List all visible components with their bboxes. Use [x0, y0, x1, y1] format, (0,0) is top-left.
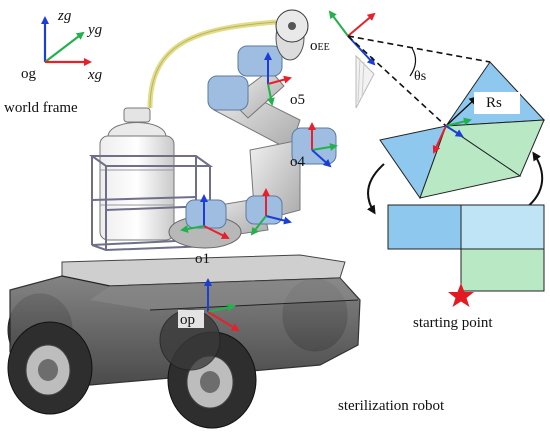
- theta-label: θs: [414, 69, 426, 84]
- frame-platform-label: op: [180, 312, 195, 328]
- net-cell-top-right: [460, 204, 545, 250]
- frame-joint2: [250, 188, 292, 236]
- robot-label: sterilization robot: [338, 398, 445, 414]
- world-y-axis: [44, 31, 85, 63]
- spray-cone: [355, 54, 375, 109]
- front-wheel-left: [7, 321, 93, 415]
- frame-end-effector-label: oEE: [310, 38, 330, 54]
- world-frame-caption: world frame: [4, 100, 78, 116]
- sampling-cube: [379, 61, 546, 200]
- joint-6: [237, 45, 283, 77]
- unfolded-net: [387, 204, 545, 292]
- frame-target: [432, 117, 472, 154]
- disinfectant-tank: [99, 107, 175, 241]
- rotation-arrow-right: [525, 151, 544, 209]
- frame-joint4-label: o4: [290, 154, 306, 170]
- radius-label-box: [474, 92, 520, 114]
- starting-point-label: starting point: [413, 315, 493, 331]
- net-cell-top-left: [387, 204, 462, 250]
- radius-arrow: [445, 95, 479, 127]
- joint-shoulder: [185, 199, 227, 229]
- frame-joint5: [264, 52, 292, 106]
- frame-joint4: [308, 122, 338, 168]
- frame-joint5-label: o5: [290, 92, 305, 108]
- chassis-front-face: [90, 278, 358, 310]
- starting-point-star: [448, 283, 474, 307]
- world-x-label: xg: [87, 67, 103, 83]
- cube-face-bottom: [419, 125, 522, 199]
- ray-to-target-1: [347, 35, 491, 63]
- frame-platform: [204, 278, 240, 332]
- frame-platform-label-box: [178, 310, 204, 328]
- robot-chassis: [7, 254, 361, 429]
- net-cell-bottom: [460, 248, 545, 292]
- chassis-edge: [149, 299, 359, 311]
- world-frame: zg yg xg og world frame: [4, 8, 103, 116]
- world-z-label: zg: [57, 8, 72, 24]
- radius-label: Rs: [486, 95, 502, 111]
- ray-to-target-2: [347, 35, 447, 127]
- robot-arm: [168, 9, 337, 249]
- world-origin-label: og: [21, 66, 37, 82]
- frame-end-effector: [328, 10, 376, 66]
- frame-joint1: [180, 194, 230, 239]
- theta-arc: [409, 47, 417, 77]
- frame-joint1-label: o1: [195, 251, 210, 267]
- world-y-label: yg: [86, 22, 103, 38]
- rotation-arrow-left: [367, 163, 385, 215]
- joint-5: [207, 75, 249, 111]
